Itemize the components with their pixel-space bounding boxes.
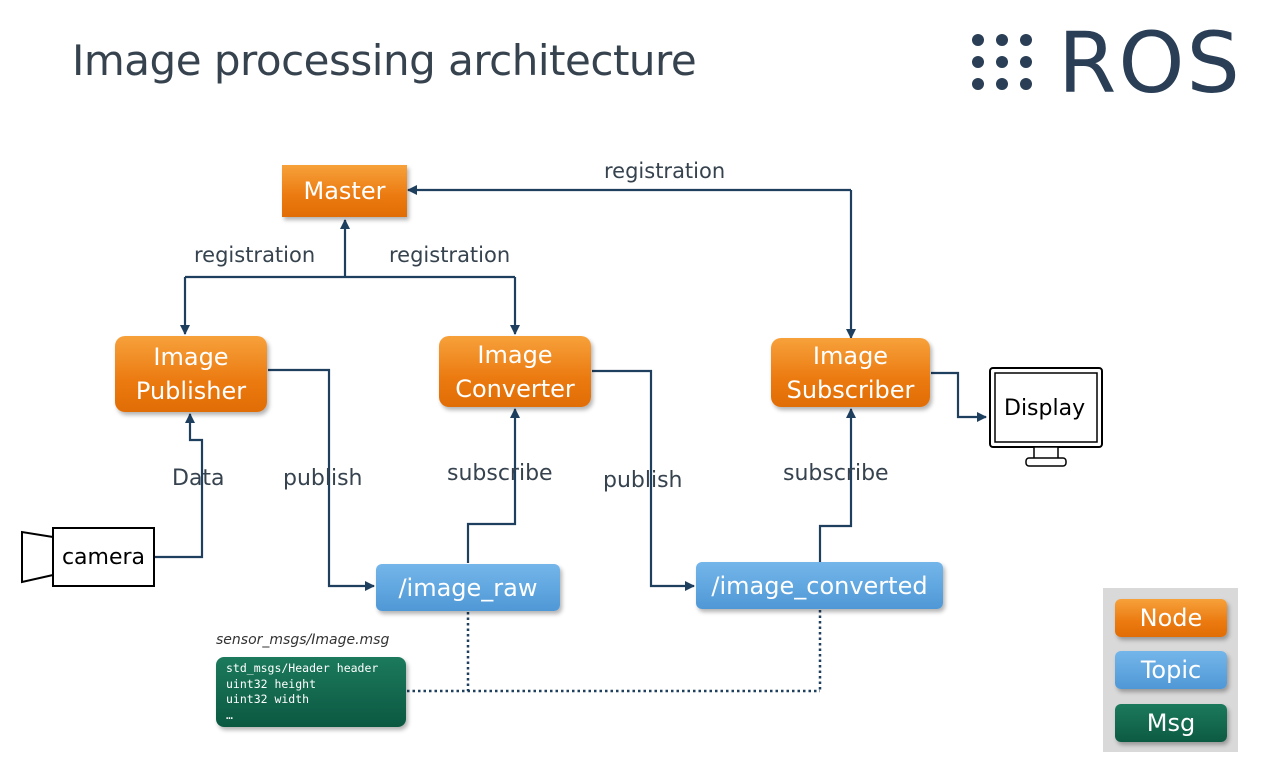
topic-image-raw: /image_raw bbox=[376, 564, 560, 611]
legend-topic-label: Topic bbox=[1140, 656, 1202, 684]
camera-label: camera bbox=[61, 544, 146, 570]
label-registration-left: registration bbox=[194, 243, 316, 267]
label-data: Data bbox=[172, 466, 225, 491]
display-label: Display bbox=[1004, 396, 1086, 421]
message-caption: sensor_msgs/Image.msg bbox=[216, 632, 390, 648]
edge-publish-converted bbox=[592, 369, 695, 591]
label-subscribe-1: subscribe bbox=[447, 461, 553, 486]
subscriber-label-line1: Image bbox=[812, 341, 889, 370]
display-monitor-icon bbox=[989, 367, 1103, 467]
image-converter-node: Image Converter bbox=[439, 336, 591, 407]
ros-logo: ROS bbox=[968, 14, 1252, 112]
converter-label-line2: Converter bbox=[455, 374, 575, 403]
ros-dots-icon bbox=[972, 34, 1032, 90]
ros-logo-text: ROS bbox=[1058, 14, 1242, 112]
message-line: … bbox=[226, 707, 233, 722]
legend-msg: Msg bbox=[1115, 704, 1227, 742]
topic-image-converted: /image_converted bbox=[696, 562, 943, 609]
publisher-label-line1: Image bbox=[153, 343, 229, 371]
master-label: Master bbox=[303, 177, 386, 205]
label-publish-1: publish bbox=[283, 466, 363, 491]
image-publisher-node: Image Publisher bbox=[115, 336, 267, 412]
legend-topic: Topic bbox=[1115, 651, 1227, 689]
edge-subscribe-converted bbox=[818, 408, 856, 562]
legend-node: Node bbox=[1115, 599, 1227, 637]
edge-data bbox=[155, 413, 204, 559]
publisher-label-line2: Publisher bbox=[135, 377, 247, 405]
message-line: uint32 width bbox=[226, 692, 310, 706]
message-line: uint32 height bbox=[226, 676, 317, 691]
camera-lens-icon bbox=[21, 530, 54, 584]
message-line: std_msgs/Header header bbox=[226, 661, 379, 675]
edge-display bbox=[931, 371, 987, 422]
topic-image-converted-label: /image_converted bbox=[711, 571, 928, 600]
converter-label-line1: Image bbox=[477, 340, 553, 369]
label-subscribe-2: subscribe bbox=[783, 461, 889, 486]
label-registration-top: registration bbox=[604, 159, 726, 183]
image-subscriber-node: Image Subscriber bbox=[771, 338, 930, 407]
label-publish-2: publish bbox=[603, 468, 683, 493]
master-node: Master bbox=[282, 165, 407, 217]
legend-msg-label: Msg bbox=[1146, 709, 1196, 737]
edge-subscribe-raw bbox=[466, 408, 520, 563]
legend-node-label: Node bbox=[1139, 604, 1203, 632]
message-definition-box: std_msgs/Header header uint32 height uin… bbox=[216, 657, 406, 727]
label-registration-mid: registration bbox=[389, 243, 511, 267]
camera-box: camera bbox=[52, 527, 155, 587]
page-title: Image processing architecture bbox=[72, 36, 697, 85]
subscriber-label-line2: Subscriber bbox=[786, 375, 915, 404]
legend: Node Topic Msg bbox=[1103, 588, 1238, 752]
edge-publish-raw bbox=[268, 368, 375, 591]
topic-image-raw-label: /image_raw bbox=[398, 573, 538, 602]
